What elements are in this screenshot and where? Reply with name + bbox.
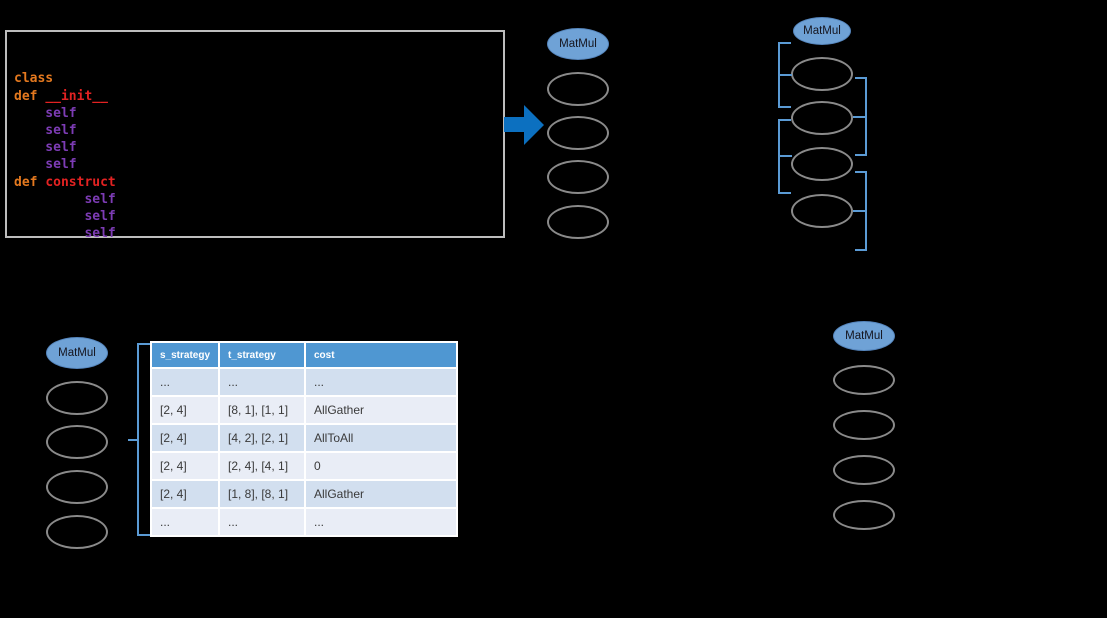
code-line: self [14, 122, 503, 139]
code-token: self [14, 226, 116, 242]
code-token: self [14, 191, 116, 207]
transform-arrow-head-icon [524, 105, 544, 145]
code-line: self [14, 105, 503, 122]
strategy-node [547, 160, 609, 194]
strategy-node [833, 365, 895, 395]
table-cell: [2, 4] [152, 481, 218, 507]
code-token: self [14, 209, 116, 225]
strategy-node [791, 57, 853, 91]
strategy-cost-table: s_strategy t_strategy cost .........[2, … [150, 341, 458, 537]
code-line: self [14, 208, 503, 225]
table-row: [2, 4][1, 8], [8, 1]AllGather [152, 481, 456, 507]
strategy-node [833, 500, 895, 530]
table-cell: [1, 8], [8, 1] [220, 481, 304, 507]
matmul-node: MatMul [46, 337, 108, 369]
table-header-cell: t_strategy [220, 343, 304, 367]
strategy-node [46, 381, 108, 415]
code-line: def __init__ [14, 88, 503, 105]
table-header-row: s_strategy t_strategy cost [152, 343, 456, 367]
strategy-node [833, 410, 895, 440]
code-line: self [14, 139, 503, 156]
table-cell: ... [220, 509, 304, 535]
strategy-node [46, 515, 108, 549]
table-cell: [2, 4] [152, 397, 218, 423]
code-token: def [14, 174, 46, 190]
strategy-node [833, 455, 895, 485]
strategy-node [547, 72, 609, 106]
strategy-node [547, 116, 609, 150]
transform-arrow-icon [504, 117, 525, 132]
group-bracket-left-top [778, 42, 792, 108]
code-token: self [14, 123, 77, 139]
strategy-node [46, 470, 108, 504]
table-row: [2, 4][4, 2], [2, 1]AllToAll [152, 425, 456, 451]
table-cell: AllGather [306, 397, 456, 423]
table-cell: ... [152, 509, 218, 535]
table-cell: [2, 4], [4, 1] [220, 453, 304, 479]
matmul-node: MatMul [833, 321, 895, 351]
code-token: self [14, 140, 77, 156]
table-cell: ... [220, 369, 304, 395]
code-token: construct [45, 174, 116, 190]
code-line: self [14, 156, 503, 173]
table-cell: [2, 4] [152, 425, 218, 451]
table-pointer-bracket [128, 343, 150, 536]
table-cell: ... [306, 369, 456, 395]
table-row: ......... [152, 509, 456, 535]
matmul-node: MatMul [793, 17, 851, 45]
group-bracket-left-bottom [778, 119, 792, 194]
table-body: .........[2, 4][8, 1], [1, 1]AllGather[2… [152, 369, 456, 535]
code-token: self [14, 157, 77, 173]
table-row: ......... [152, 369, 456, 395]
code-token: def [14, 88, 46, 104]
strategy-node [791, 101, 853, 135]
table-cell: [8, 1], [1, 1] [220, 397, 304, 423]
table-cell: ... [152, 369, 218, 395]
strategy-node [791, 194, 853, 228]
strategy-node [46, 425, 108, 459]
table-cell: ... [306, 509, 456, 535]
table-cell: AllToAll [306, 425, 456, 451]
table-row: [2, 4][2, 4], [4, 1]0 [152, 453, 456, 479]
strategy-node [547, 205, 609, 239]
table-header-cell: cost [306, 343, 456, 367]
code-line: self [14, 225, 503, 242]
strategy-node [791, 147, 853, 181]
code-line: self [14, 191, 503, 208]
table-header-cell: s_strategy [152, 343, 218, 367]
table-cell: [2, 4] [152, 453, 218, 479]
code-token: __init__ [45, 88, 108, 104]
code-token: class [14, 71, 54, 87]
group-bracket-right-bottom [853, 171, 867, 251]
code-token: self [14, 105, 77, 121]
table-cell: AllGather [306, 481, 456, 507]
group-bracket-right-top [853, 77, 867, 156]
table-cell: 0 [306, 453, 456, 479]
matmul-node: MatMul [547, 28, 609, 60]
code-line: class [14, 70, 503, 87]
table-row: [2, 4][8, 1], [1, 1]AllGather [152, 397, 456, 423]
table-cell: [4, 2], [2, 1] [220, 425, 304, 451]
code-line: def construct [14, 174, 503, 191]
